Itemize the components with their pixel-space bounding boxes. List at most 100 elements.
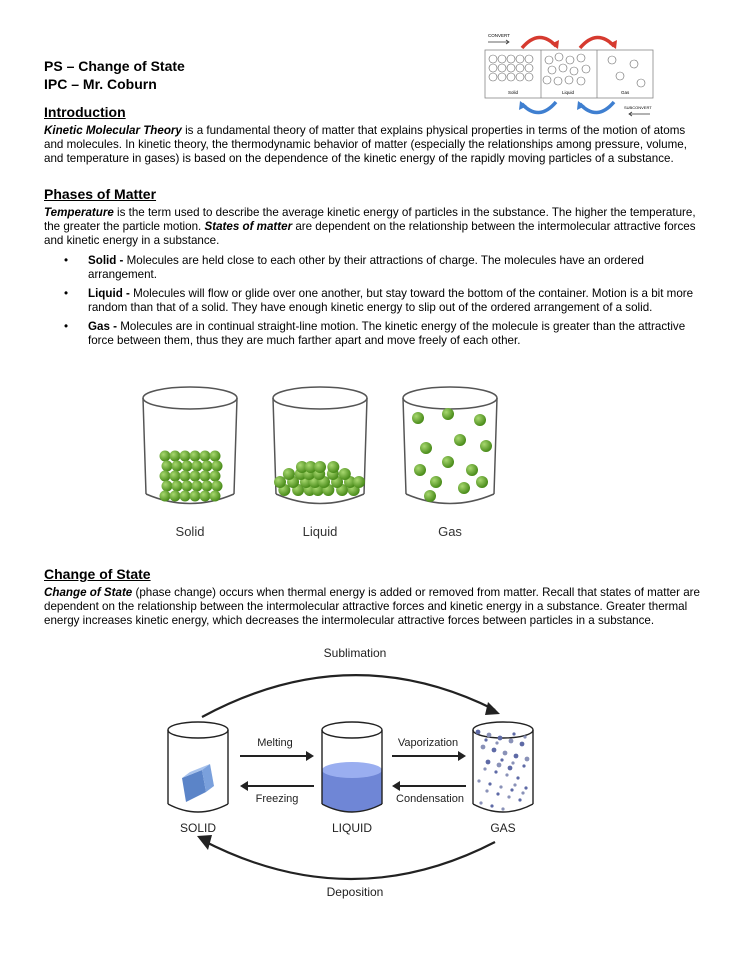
solid-particle [179,490,191,502]
solid-particle [179,470,191,482]
liquid-cylinder [321,721,383,813]
vaporization-arrowhead [458,751,466,761]
change-of-state-text: (phase change) occurs when thermal energ… [44,586,700,627]
introduction-heading: Introduction [44,104,126,120]
condensation-label: Condensation [396,793,464,805]
gas-dot [495,741,499,745]
gas-dot [497,735,503,741]
gas-dot [523,735,527,739]
phases-text-2: are dependent on the relationship betwee… [44,220,696,247]
gas-particle [476,476,488,488]
bullet-liquid: •Liquid - Molecules will flow or glide o… [64,287,694,314]
phase-change-header-image: CONVERT Solid Liquid Gas SUBCONVERT [484,33,654,117]
solid-particle [161,480,173,492]
change-of-state-term: Change of State [44,586,133,599]
solid-particle [209,450,221,462]
introduction-term: Kinetic Molecular Theory [44,124,182,137]
gas-particle [414,464,426,476]
gas-dot [483,767,487,771]
solid-particle [169,450,181,462]
gas-dot [499,785,503,789]
bullet-solid-text: Molecules are held close to each other b… [88,254,644,281]
jar-label-liquid: Liquid [303,524,338,539]
gas-dot [513,753,519,759]
gas-dot [521,791,525,795]
liquid-particle [282,468,295,480]
gas-dot [496,792,500,796]
gas-dot [508,738,514,744]
solid-particle [201,460,213,472]
gas-particle [430,476,442,488]
gas-dot [488,782,492,786]
gas-particle [458,482,470,494]
gas-dot [486,732,492,738]
jar-label-gas: Gas [438,524,462,539]
bullet-gas-label: Gas - [88,320,117,333]
solid-particle [189,450,201,462]
solid-particle [201,480,213,492]
gas-dot [494,770,498,774]
vaporization-label: Vaporization [398,737,458,749]
gas-dot [518,798,522,802]
gas-dot [507,765,513,771]
solid-particle [181,480,193,492]
gas-particle [442,456,454,468]
jar-liquid [272,386,368,505]
melting-label: Melting [257,737,292,749]
solid-particle [189,470,201,482]
gas-dot [496,762,502,768]
header-image-top-label: CONVERT [488,33,510,38]
solid-particle [189,490,201,502]
gas-particle [454,434,466,446]
introduction-paragraph: Kinetic Molecular Theory is a fundamenta… [44,124,704,166]
sublimation-label: Sublimation [324,646,387,660]
gas-particle [442,408,454,420]
phases-paragraph: Temperature is the term used to describe… [44,206,704,248]
solid-particle [209,470,221,482]
solid-particle [169,490,181,502]
solid-particle [161,460,173,472]
solid-particle [191,460,203,472]
solid-particle [159,470,171,482]
freezing-arrowhead [240,781,248,791]
gas-dot [485,759,491,765]
phases-text-1: is the term used to describe the average… [44,206,696,233]
header-image-bottom-label: SUBCONVERT [624,105,652,110]
freezing-label: Freezing [256,793,299,805]
gas-dot [510,788,514,792]
bullet-liquid-label: Liquid - [88,287,130,300]
solid-particle [211,460,223,472]
liquid-particle [274,476,287,488]
jar-gas [402,386,498,505]
gas-dot [516,776,520,780]
gas-cylinder [472,721,534,813]
solid-particle [171,460,183,472]
bullet-gas-text: Molecules are in continual straight-line… [88,320,686,347]
gas-dot [490,804,494,808]
phase-change-diagram: Sublimation Deposition SOLID LIQUID GAS … [167,646,534,899]
bullet-gas: •Gas - Molecules are in continual straig… [64,320,686,347]
gas-dot [477,779,481,783]
gas-dot [491,747,497,753]
gas-dot [513,783,517,787]
liquid-particle [338,468,351,480]
gas-dot [522,764,526,768]
solid-particle [199,490,211,502]
gas-dot [512,732,516,736]
states-of-matter-term: States of matter [204,220,293,233]
jar-solid [142,386,238,505]
change-of-state-heading: Change of State [44,566,151,582]
gas-dot [507,795,511,799]
states-of-matter-jars: Solid Liquid Gas [142,386,498,539]
solid-particle [169,470,181,482]
liquid-particle [327,461,340,473]
liquid-label: LIQUID [332,821,372,835]
jar-label-solid: Solid [176,524,205,539]
header-panel-liquid: Liquid [562,90,575,95]
gas-particle [420,442,432,454]
header-panel-solid: Solid [508,90,519,95]
solid-particle [199,450,211,462]
gas-dot [511,761,515,765]
gas-particle [480,440,492,452]
phases-heading: Phases of Matter [44,186,157,202]
